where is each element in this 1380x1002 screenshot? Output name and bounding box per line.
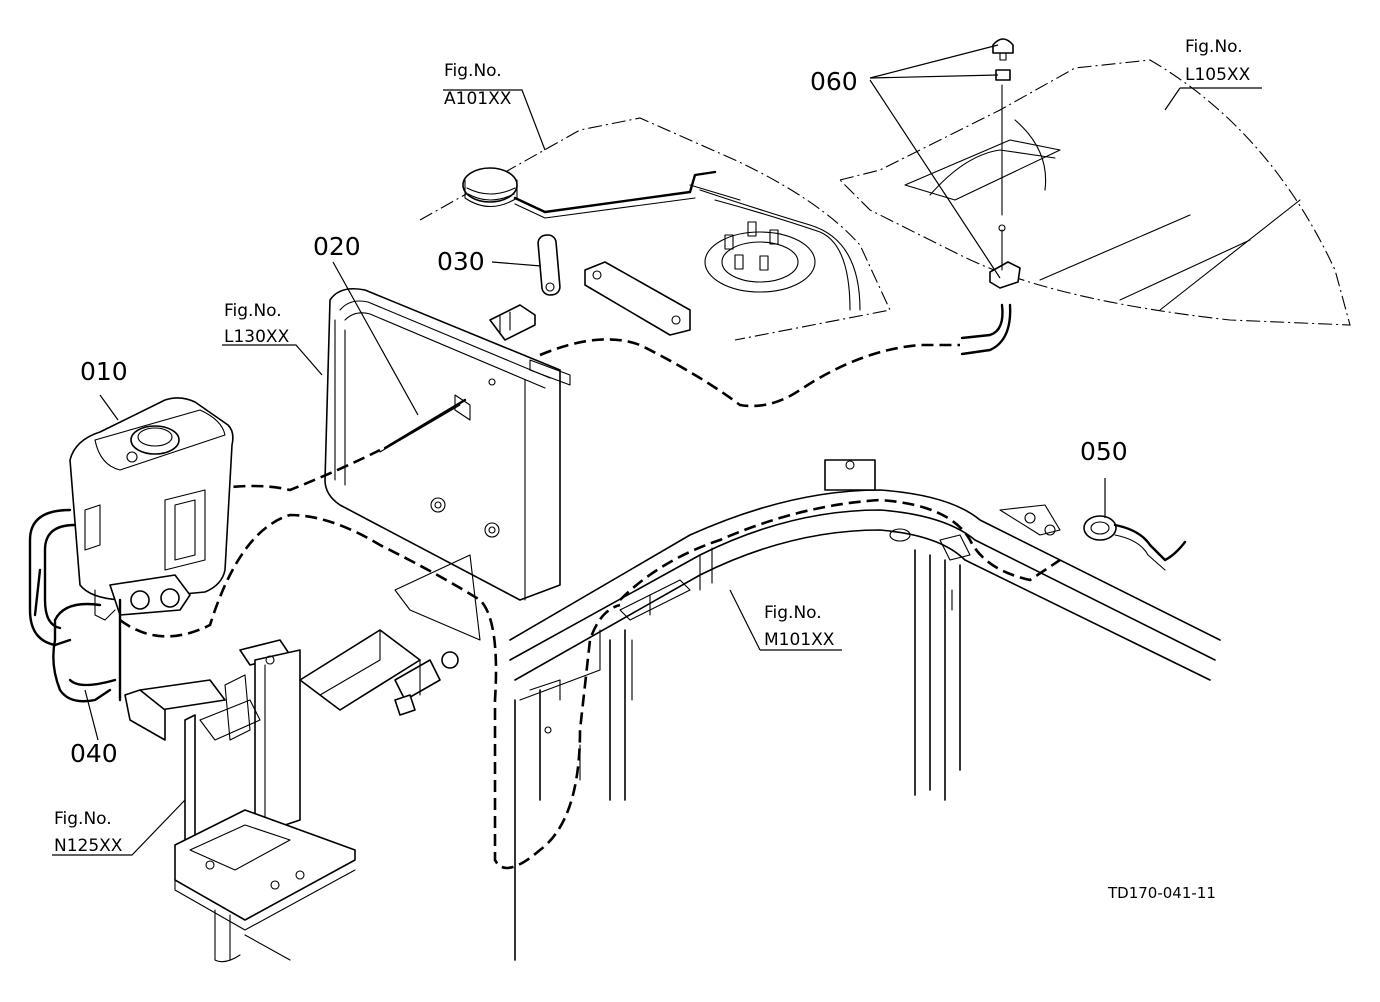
- fig-ref-m101-label: Fig.No.: [764, 603, 822, 623]
- fig-ref-n125-label: Fig.No.: [54, 809, 112, 829]
- fig-ref-a101-code: A101XX: [444, 89, 512, 109]
- fig-ref-l130-code: L130XX: [224, 327, 290, 347]
- cab-roof-outline: [419, 117, 891, 341]
- fig-ref-n125-code: N125XX: [54, 836, 123, 856]
- figure-ref-leaders: [52, 87, 1262, 856]
- floor-plate: [394, 554, 481, 641]
- fig-ref-l105-label: Fig.No.: [1185, 37, 1243, 57]
- rod-020: [383, 398, 467, 450]
- fender-outline: [838, 59, 1351, 326]
- part-label-010: 010: [80, 357, 128, 386]
- hose-frame: [619, 498, 1061, 601]
- washer-tank-010: [69, 397, 234, 621]
- clamp-050: [1083, 515, 1187, 571]
- feed-pipe: [513, 170, 717, 214]
- feed-pipe-edge: [514, 197, 696, 219]
- rod-020-edge: [379, 404, 461, 453]
- part-label-050: 050: [1080, 437, 1128, 466]
- drawing-id: TD170-041-11: [1107, 884, 1216, 902]
- washer-nozzle-060: [989, 38, 1021, 289]
- fig-ref-l105-code: L105XX: [1185, 65, 1251, 85]
- fig-ref-l130-label: Fig.No.: [224, 301, 282, 321]
- leader-lines: [84, 44, 1106, 741]
- hose-lower: [119, 513, 621, 870]
- part-label-030: 030: [437, 247, 485, 276]
- bracket-plate-030: [489, 234, 691, 341]
- mounting-bracket: [124, 629, 459, 963]
- part-label-020: 020: [313, 232, 361, 261]
- part-label-040: 040: [70, 739, 118, 768]
- fig-ref-a101-label: Fig.No.: [444, 61, 502, 81]
- rear-panel: [324, 287, 571, 601]
- nozzle-elbow-edge: [960, 303, 1012, 356]
- hose-top: [539, 338, 960, 408]
- cab-frame: [509, 459, 1221, 701]
- hose-040: [28, 508, 122, 703]
- frame-pillars: [514, 549, 961, 961]
- fig-ref-m101-code: M101XX: [764, 630, 835, 650]
- nozzle-elbow: [960, 303, 1004, 340]
- part-label-060: 060: [810, 67, 858, 96]
- filler-cap: [462, 167, 518, 208]
